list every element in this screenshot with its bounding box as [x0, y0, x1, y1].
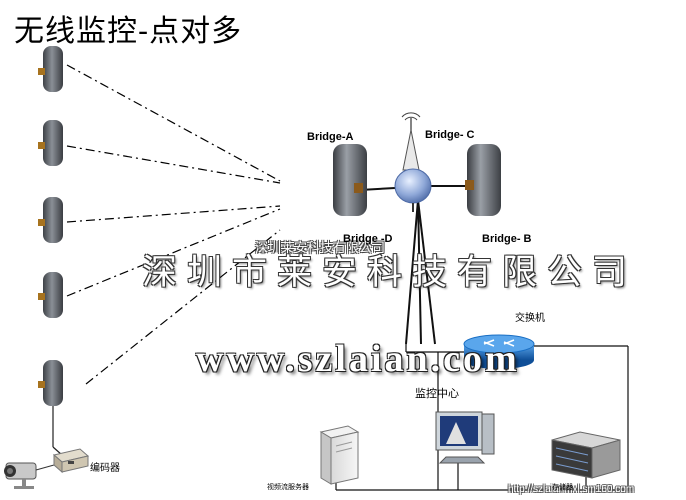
- monitor-center-label: 监控中心: [415, 387, 459, 400]
- stream-server-label: 视频流服务器: [267, 483, 309, 491]
- bridge-b-device: [465, 144, 501, 216]
- link-cpe-3: [66, 205, 281, 223]
- camera-icon: [4, 462, 37, 489]
- bridge-d-label: Bridge -D: [343, 233, 393, 245]
- bridge-c-label: Bridge- C: [425, 129, 475, 141]
- bridge-a-device: [333, 144, 367, 216]
- bridge-c-antenna: [394, 112, 432, 212]
- url-watermark: www.szlaian.com: [196, 338, 520, 380]
- cpe-unit-4: [38, 272, 63, 318]
- switch-router-icon: [463, 334, 535, 369]
- monitor-center-pc-icon: [435, 411, 495, 464]
- bridge-b-label: Bridge- B: [482, 233, 532, 245]
- corner-url-watermark: http://szlaianmxl.sm160.com: [508, 484, 635, 495]
- link-cpe-2: [66, 145, 281, 184]
- link-cpe-4: [66, 208, 281, 297]
- switch-label: 交换机: [515, 313, 545, 324]
- company-watermark: 深圳市莱安科技有限公司: [142, 253, 638, 293]
- cpe-unit-3: [38, 197, 63, 243]
- diagram-title: 无线监控-点对多: [14, 14, 243, 49]
- bridge-a-label: Bridge-A: [307, 131, 354, 143]
- encoder-label: 编码器: [90, 463, 120, 474]
- storage-array-icon: [551, 431, 621, 479]
- encoder-icon: [52, 448, 90, 474]
- cpe-unit-1: [38, 46, 63, 92]
- video-stream-server-icon: [319, 425, 360, 485]
- cpe-encoder-wire: [52, 406, 63, 456]
- link-cpe-1: [66, 64, 281, 182]
- storage-label: 存储器: [552, 483, 573, 491]
- cpe-unit-2: [38, 120, 63, 166]
- cpe-unit-5: [38, 360, 63, 406]
- link-cpe-5: [85, 229, 281, 385]
- company-watermark-small: 深圳莱安科技有限公司: [255, 241, 386, 256]
- wireless-links: [66, 64, 281, 385]
